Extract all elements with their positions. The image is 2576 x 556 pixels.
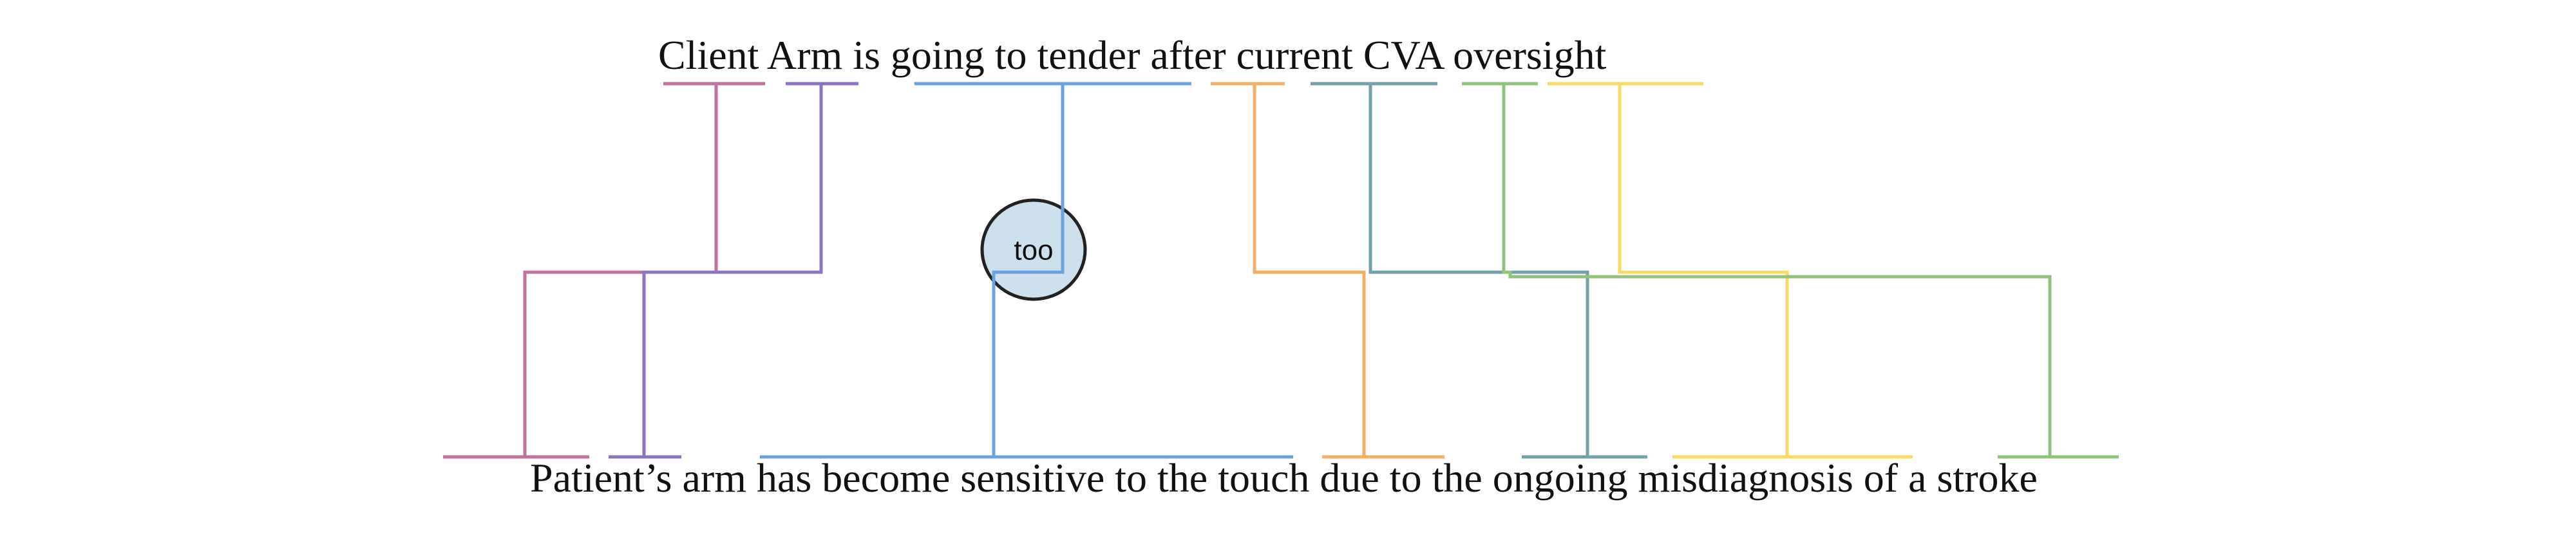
link-pink bbox=[443, 82, 765, 459]
node-too-label: too bbox=[1014, 235, 1053, 266]
connector-pink bbox=[523, 82, 718, 459]
connector-orange bbox=[1253, 82, 1366, 459]
link-yellow bbox=[1548, 82, 1913, 459]
connector-purple bbox=[642, 82, 823, 459]
connector-teal bbox=[1368, 82, 1589, 459]
node-too-circle bbox=[980, 198, 1087, 301]
connector-green bbox=[1502, 82, 2052, 459]
connector-yellow bbox=[1618, 82, 1789, 459]
connector-blue-through-node bbox=[992, 191, 1065, 304]
link-teal bbox=[1311, 82, 1647, 459]
top-sentence: Client Arm is going to tender after curr… bbox=[658, 32, 1607, 78]
bottom-sentence: Patient’s arm has become sensitive to th… bbox=[530, 455, 2038, 501]
link-purple bbox=[609, 82, 858, 459]
link-green bbox=[1462, 82, 2119, 459]
link-orange bbox=[1211, 82, 1444, 459]
node-too: too bbox=[980, 198, 1087, 301]
